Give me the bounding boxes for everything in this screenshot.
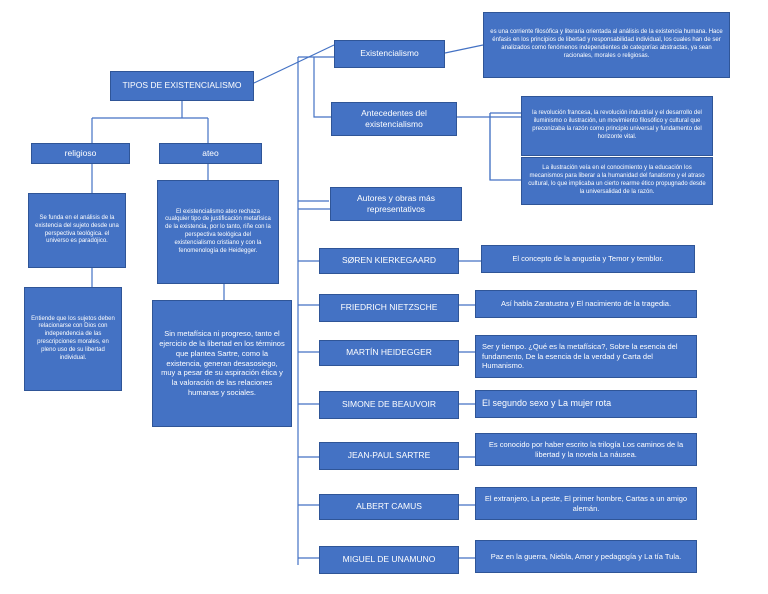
antecedentes-item-2-box: La ilustración veía en el conocimiento y…	[521, 157, 713, 205]
author-7-works-box: Paz en la guerra, Niebla, Amor y pedagog…	[475, 540, 697, 573]
author-3-name: MARTÍN HEIDEGGER	[346, 347, 432, 358]
antecedentes-box: Antecedentes del existencialismo	[331, 102, 457, 136]
author-4-name: SIMONE DE BEAUVOIR	[342, 399, 436, 410]
author-1-works-box: El concepto de la angustia y Temor y tem…	[481, 245, 695, 273]
author-3-works-box: Ser y tiempo. ¿Qué es la metafísica?, So…	[475, 335, 697, 378]
author-2-box: FRIEDRICH NIETZSCHE	[319, 294, 459, 322]
existencialismo-definition: es una corriente filosófica y literaria …	[490, 29, 723, 59]
antecedentes-label: Antecedentes del existencialismo	[361, 107, 427, 129]
author-4-works-box: El segundo sexo y La mujer rota	[475, 390, 697, 418]
author-4-box: SIMONE DE BEAUVOIR	[319, 391, 459, 419]
author-3-box: MARTÍN HEIDEGGER	[319, 340, 459, 366]
ateo-desc2: Sin metafísica ni progreso, tanto el eje…	[159, 329, 285, 397]
religioso-desc1: Se funda en el análisis de la existencia…	[35, 214, 119, 245]
antecedentes-item-1: la revolución francesa, la revolución in…	[532, 110, 702, 140]
autores-box: Autores y obras más representativos	[330, 187, 462, 221]
author-2-works-box: Así habla Zaratustra y El nacimiento de …	[475, 290, 697, 318]
religioso-desc2: Entiende que los sujetos deben relaciona…	[31, 315, 115, 361]
existencialismo-box: Existencialismo	[334, 40, 445, 68]
author-4-works: El segundo sexo y La mujer rota	[482, 398, 612, 409]
religioso-desc2-box: Entiende que los sujetos deben relaciona…	[24, 287, 122, 391]
type-religioso-box: religioso	[31, 143, 130, 164]
type-ateo-label: ateo	[202, 147, 219, 158]
antecedentes-item-1-box: la revolución francesa, la revolución in…	[521, 96, 713, 156]
author-5-name: JEAN-PAUL SARTRE	[347, 450, 431, 461]
author-5-works-box: Es conocido por haber escrito la trilogí…	[475, 433, 697, 466]
author-2-works: Así habla Zaratustra y El nacimiento de …	[500, 299, 672, 309]
author-6-works: El extranjero, La peste, El primer hombr…	[484, 493, 688, 513]
existencialismo-definition-box: es una corriente filosófica y literaria …	[483, 12, 730, 78]
ateo-desc1-box: El existencialismo ateo rechaza cualquie…	[157, 180, 279, 284]
religioso-desc1-box: Se funda en el análisis de la existencia…	[28, 193, 126, 268]
type-religioso-label: religioso	[64, 147, 97, 158]
ateo-desc1: El existencialismo ateo rechaza cualquie…	[165, 208, 271, 254]
author-7-box: MIGUEL DE UNAMUNO	[319, 546, 459, 574]
author-2-name: FRIEDRICH NIETZSCHE	[340, 302, 438, 313]
author-7-works: Paz en la guerra, Niebla, Amor y pedagog…	[490, 551, 682, 561]
author-3-works: Ser y tiempo. ¿Qué es la metafísica?, So…	[482, 341, 678, 371]
antecedentes-item-2: La ilustración veía en el conocimiento y…	[528, 165, 706, 195]
type-ateo-box: ateo	[159, 143, 262, 164]
autores-label: Autores y obras más representativos	[357, 192, 435, 214]
author-5-works: Es conocido por haber escrito la trilogí…	[488, 439, 684, 459]
author-1-works: El concepto de la angustia y Temor y tem…	[512, 254, 664, 264]
author-7-name: MIGUEL DE UNAMUNO	[342, 554, 436, 565]
author-6-name: ALBERT CAMUS	[356, 501, 422, 512]
ateo-desc2-box: Sin metafísica ni progreso, tanto el eje…	[152, 300, 292, 427]
author-6-works-box: El extranjero, La peste, El primer hombr…	[475, 487, 697, 520]
root-title: TIPOS DE EXISTENCIALISMO	[122, 80, 242, 91]
root-title-box: TIPOS DE EXISTENCIALISMO	[110, 71, 254, 101]
author-1-box: SØREN KIERKEGAARD	[319, 248, 459, 274]
author-1-name: SØREN KIERKEGAARD	[342, 255, 436, 266]
author-5-box: JEAN-PAUL SARTRE	[319, 442, 459, 470]
author-6-box: ALBERT CAMUS	[319, 494, 459, 520]
existencialismo-label: Existencialismo	[360, 48, 419, 59]
